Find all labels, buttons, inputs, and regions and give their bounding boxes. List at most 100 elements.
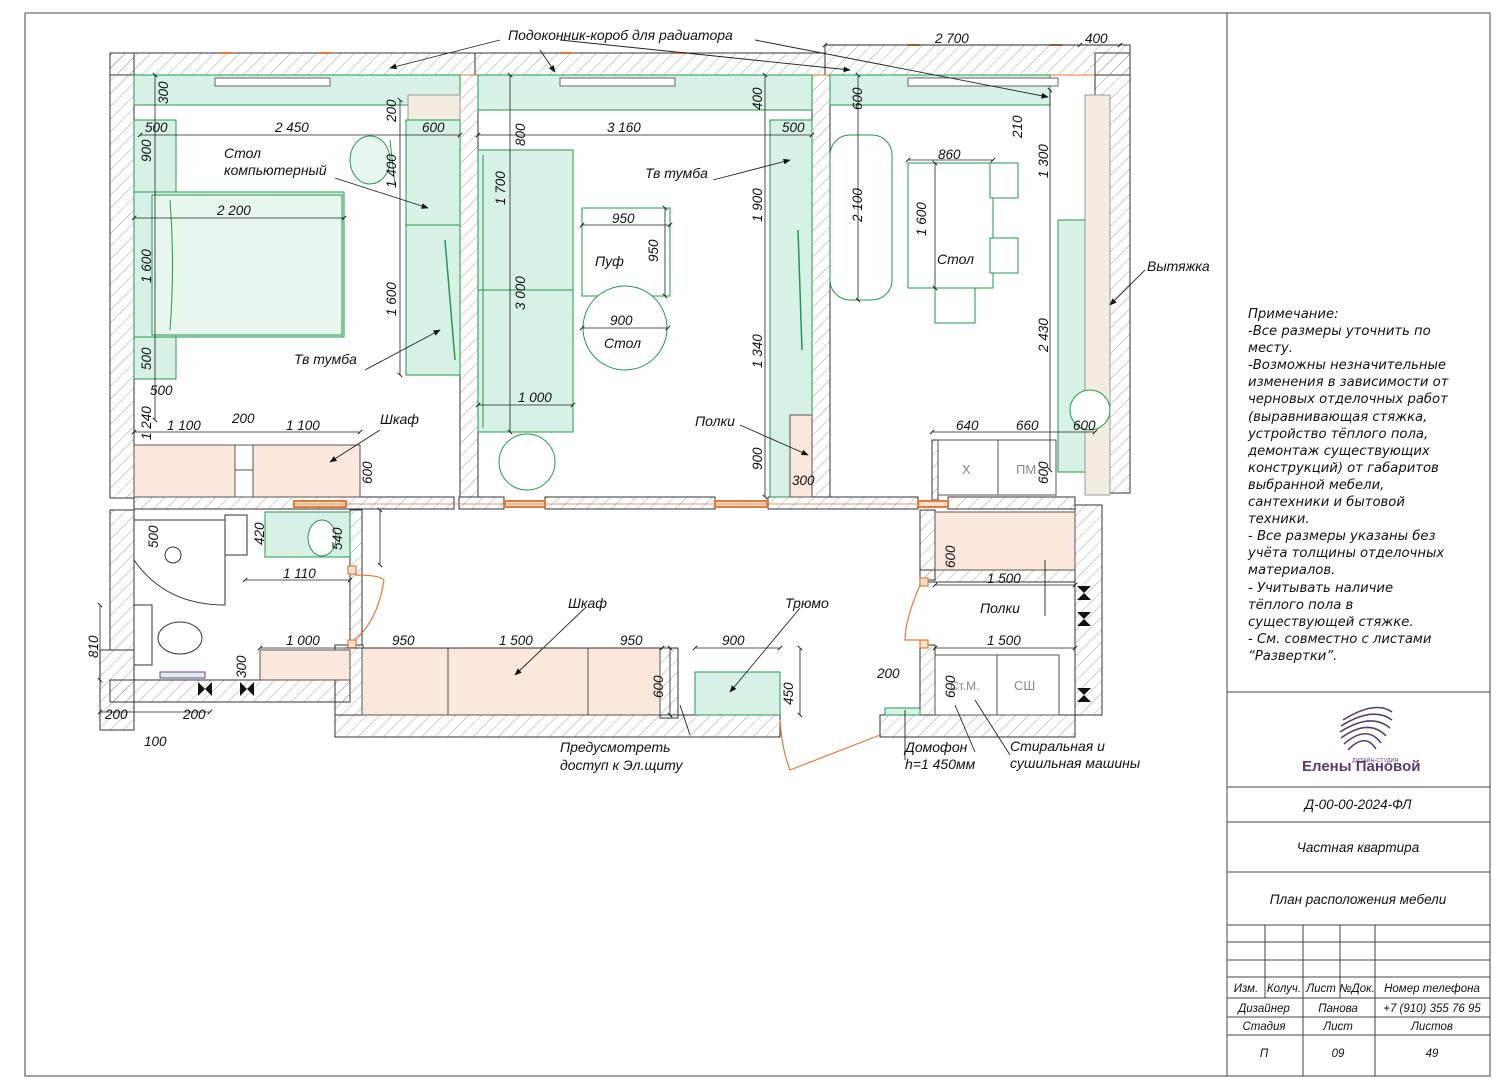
label-trumo: Трюмо xyxy=(785,595,829,611)
logo-name: Елены Пановой xyxy=(1302,758,1420,775)
dimension-d200-wc-a: 200 xyxy=(104,707,128,722)
dimension-lines xyxy=(97,42,1123,718)
label-pouf: Пуф xyxy=(595,253,624,269)
dimension-d860: 860 xyxy=(938,147,961,162)
hdr-doc: №Док. xyxy=(1339,983,1375,995)
dimension-d950-h: 950 xyxy=(646,239,661,262)
sheet-label: Лист xyxy=(1322,1021,1353,1033)
dimension-d1400: 1 400 xyxy=(384,154,399,188)
sheets-label: Листов xyxy=(1410,1021,1453,1033)
dimension-d1900: 1 900 xyxy=(750,188,765,222)
room-labels: Подоконник-короб для радиатора Стол комп… xyxy=(224,27,1210,773)
dimension-d600-hall: 600 xyxy=(651,675,666,698)
designer-label: Дизайнер xyxy=(1236,1003,1290,1015)
label-tv-stand-center: Тв тумба xyxy=(645,165,708,181)
dimension-d300-shelves: 300 xyxy=(792,473,815,488)
label-tv-stand-left: Тв тумба xyxy=(294,351,357,367)
dimension-d3000: 3 000 xyxy=(513,276,528,310)
dimension-d1500-hall: 1 500 xyxy=(499,633,533,648)
label-hood: Вытяжка xyxy=(1147,258,1210,274)
dimension-d600-kit: 600 xyxy=(850,87,865,110)
dimension-d1600-tv: 1 600 xyxy=(384,282,399,316)
hdr-phone: Номер телефона xyxy=(1384,983,1480,995)
dimension-d950-hall-b: 950 xyxy=(620,633,643,648)
dimension-d600-kit-r: 600 xyxy=(1073,418,1096,433)
sheet-frame xyxy=(24,12,1491,1077)
designer-name: Панова xyxy=(1318,1003,1358,1015)
dimension-d810: 810 xyxy=(86,635,101,658)
label-computer-desk-2: компьютерный xyxy=(224,162,327,178)
title-block-text: Д-00-00-2024-ФЛ Частная квартира План ра… xyxy=(1270,797,1447,907)
dimension-d600-shelf-r: 600 xyxy=(943,545,958,568)
hdr-koluch: Колуч. xyxy=(1267,983,1301,995)
hdr-izm: Изм. xyxy=(1234,983,1259,995)
round-stool xyxy=(498,433,556,491)
trumo xyxy=(694,671,781,716)
dimension-d1700: 1 700 xyxy=(493,171,508,205)
dimension-d950-w: 950 xyxy=(612,211,635,226)
bedroom-furniture xyxy=(133,119,461,380)
label-wardrobe-bedroom: Шкаф xyxy=(380,411,419,427)
drawing-code: Д-00-00-2024-ФЛ xyxy=(1303,797,1413,812)
sheet-value: 09 xyxy=(1332,1048,1345,1060)
hdr-list: Лист xyxy=(1305,983,1336,995)
label-el-panel-1: Предусмотреть xyxy=(560,739,670,755)
shelves-living xyxy=(789,414,813,498)
dimension-d900-trumo: 900 xyxy=(722,633,745,648)
dimension-d450: 450 xyxy=(781,682,796,705)
dimension-d2200: 2 200 xyxy=(216,203,251,218)
kitchen-table xyxy=(907,162,994,289)
dimension-d900-shelves: 900 xyxy=(750,447,765,470)
dimension-d300-bed: 300 xyxy=(156,81,171,104)
designer-phone: +7 (910) 355 76 95 xyxy=(1383,1003,1481,1015)
dimension-d210: 210 xyxy=(1010,115,1025,139)
dimension-d900-left: 900 xyxy=(139,139,154,162)
dimension-d400-mid: 400 xyxy=(750,87,765,110)
dimension-text-v: 300 900 1 600 500 1 240 200 1 400 1 600 … xyxy=(86,81,1051,705)
object-name: Частная квартира xyxy=(1297,840,1420,855)
dimension-d500-b: 500 xyxy=(139,347,154,370)
dimension-d900-round: 900 xyxy=(610,313,633,328)
sheet-title: План расположения мебели xyxy=(1270,892,1447,907)
stage-label: Стадия xyxy=(1242,1021,1285,1033)
dimension-d300-wc: 300 xyxy=(234,655,249,678)
dimension-d200-wc-b: 200 xyxy=(182,707,206,722)
dimension-d200-mid: 200 xyxy=(231,411,255,426)
dishwasher xyxy=(997,439,1057,496)
dimension-d2450: 2 450 xyxy=(274,120,309,135)
dimension-d1500-shelf-b: 1 500 xyxy=(987,633,1021,648)
label-intercom-2: h=1 450мм xyxy=(905,756,976,772)
dimension-d1600-kit: 1 600 xyxy=(914,202,929,236)
hall-wardrobe xyxy=(361,647,661,716)
label-wardrobe-hall: Шкаф xyxy=(568,595,607,611)
washer xyxy=(934,654,998,716)
mark-washer: Ст.М. xyxy=(950,679,980,693)
door-swings xyxy=(347,565,929,771)
label-intercom-1: Домофон xyxy=(903,739,968,755)
dimension-top-400: 400 xyxy=(1085,31,1108,46)
dimension-top-2700: 2 700 xyxy=(934,31,969,46)
label-shelves-hall: Полки xyxy=(980,600,1020,616)
label-washer-2: сушильная машины xyxy=(1010,755,1141,771)
label-el-panel-2: доступ к Эл.щиту xyxy=(560,757,684,773)
dimension-d660: 660 xyxy=(1016,418,1039,433)
dimension-text-h: 2 700 400 500 2 450 600 3 160 500 860 2 … xyxy=(104,31,1108,749)
bathroom-fixtures xyxy=(133,511,351,679)
dimension-d500-bath: 500 xyxy=(146,525,161,548)
label-computer-desk-1: Стол xyxy=(224,145,261,161)
title-block xyxy=(1227,691,1490,1076)
tv-stand-left xyxy=(405,119,461,376)
dimension-d540: 540 xyxy=(330,527,345,550)
dimension-d420: 420 xyxy=(252,522,267,545)
label-washer-1: Стиральная и xyxy=(1010,738,1105,754)
dimension-d600-kit-v: 600 xyxy=(1036,461,1051,484)
studio-logo: ДИЗАЙН-СТУДИЯ Елены Пановой xyxy=(1302,706,1420,775)
dimension-d500-a: 500 xyxy=(145,120,168,135)
hall-cabinet-small xyxy=(259,649,351,681)
logo-subtitle: ДИЗАЙН-СТУДИЯ xyxy=(1352,756,1398,764)
dimension-d640: 640 xyxy=(956,418,979,433)
stage-value: П xyxy=(1260,1048,1269,1060)
dimension-d500-c: 500 xyxy=(150,383,173,398)
valve-symbols xyxy=(198,586,1091,702)
